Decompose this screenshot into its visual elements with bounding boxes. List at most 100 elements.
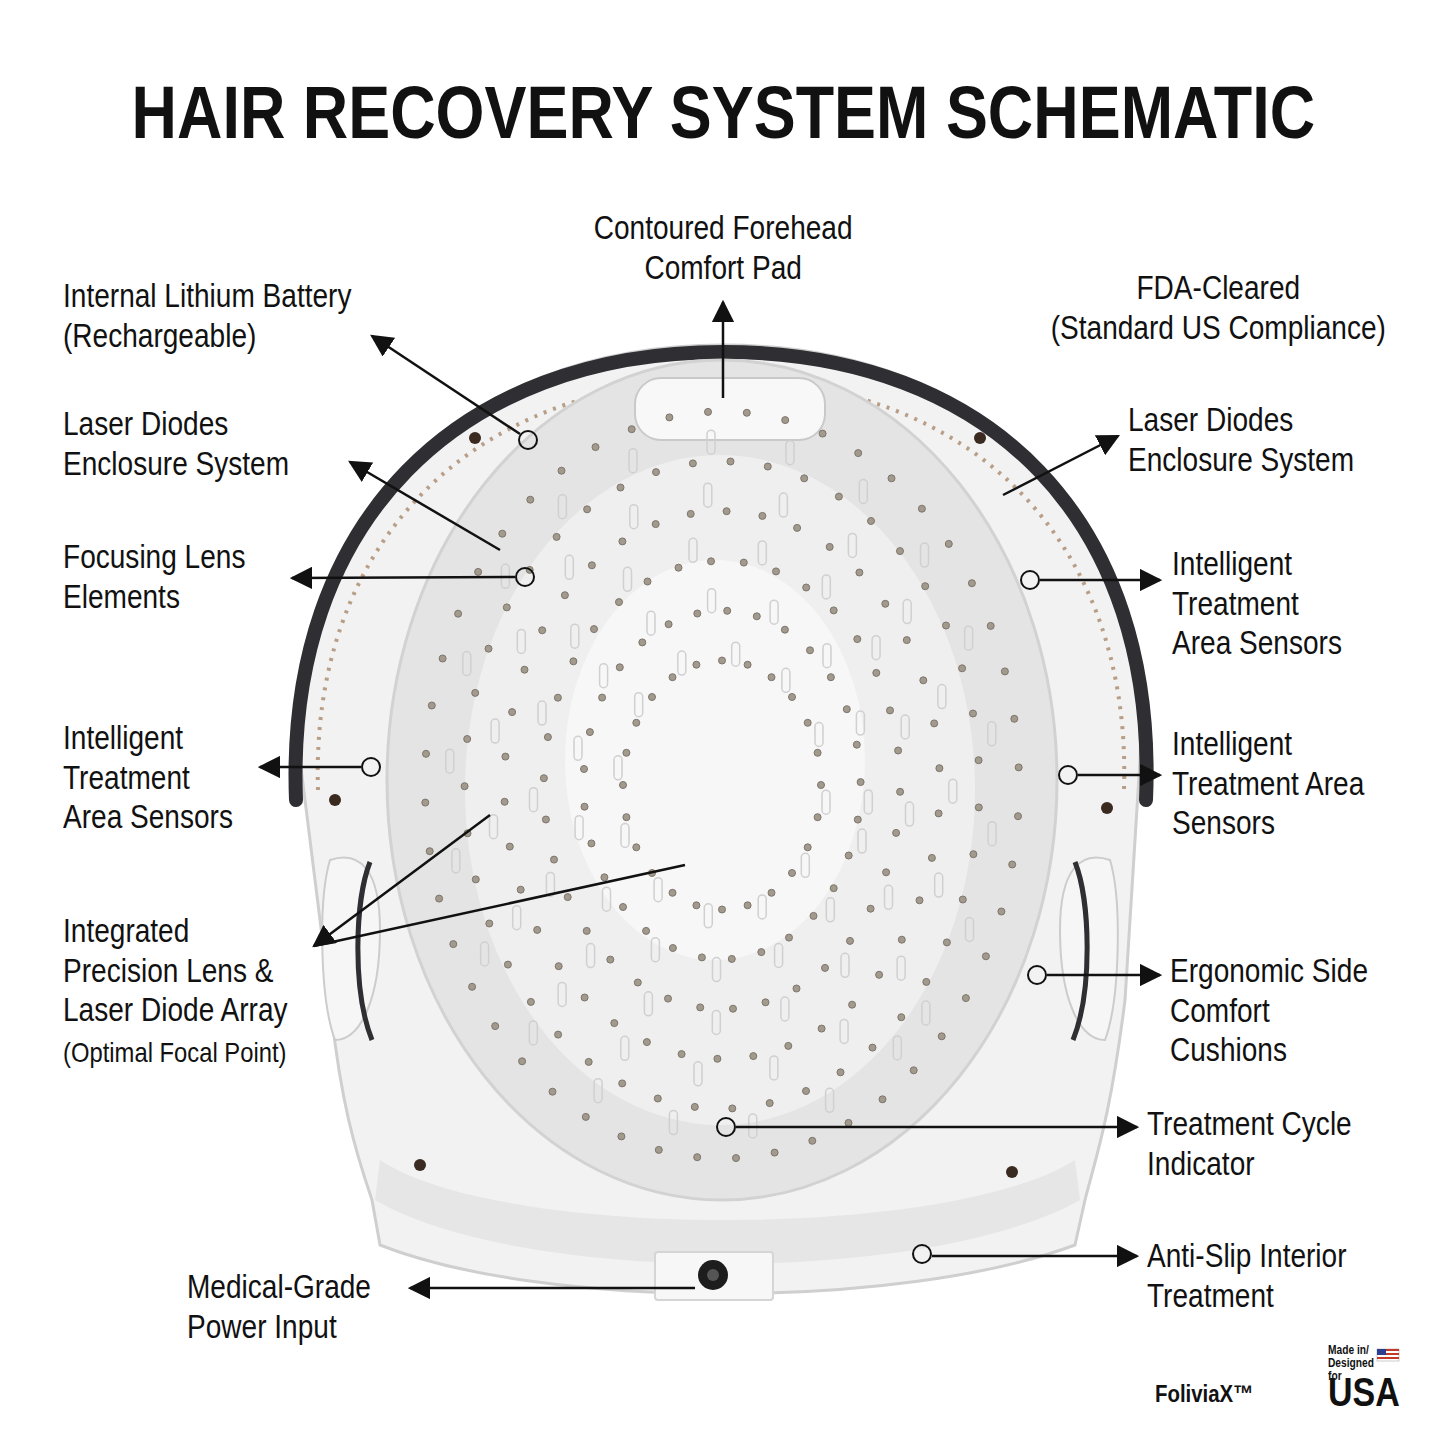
laser-diode-dot bbox=[564, 894, 571, 901]
callout-label: Integrated Precision Lens & Laser Diode … bbox=[63, 911, 301, 1030]
laser-diode-dot bbox=[521, 666, 528, 673]
lens-slot bbox=[530, 788, 538, 812]
laser-diode-dot bbox=[698, 954, 705, 961]
laser-diode-dot bbox=[723, 508, 730, 515]
lens-slot bbox=[490, 815, 498, 839]
callout-label: Internal Lithium Battery (Rechargeable) bbox=[63, 276, 443, 355]
laser-diode-dot bbox=[895, 747, 902, 754]
laser-diode-dot bbox=[853, 741, 860, 748]
lens-slot bbox=[446, 749, 454, 773]
laser-diode-dot bbox=[542, 816, 549, 823]
laser-diode-dot bbox=[669, 889, 676, 896]
lens-slot bbox=[689, 538, 697, 562]
lens-slot bbox=[823, 644, 831, 668]
laser-diode-dot bbox=[801, 475, 808, 482]
laser-diode-dot bbox=[551, 856, 558, 863]
laser-diode-dot bbox=[584, 506, 591, 513]
laser-diode-dot bbox=[744, 661, 751, 668]
lens-slot bbox=[708, 589, 716, 613]
laser-diode-dot bbox=[428, 702, 435, 709]
laser-diode-dot bbox=[601, 874, 608, 881]
laser-diode-dot bbox=[931, 720, 938, 727]
callout-label: Medical-Grade Power Input bbox=[187, 1267, 407, 1346]
callout-label: Treatment Cycle Indicator bbox=[1147, 1104, 1387, 1183]
lens-slot bbox=[654, 878, 662, 902]
laser-diode-dot bbox=[753, 613, 760, 620]
laser-diode-dot bbox=[705, 408, 712, 415]
laser-diode-dot bbox=[789, 870, 796, 877]
laser-diode-dot bbox=[835, 493, 842, 500]
lens-slot bbox=[513, 906, 521, 930]
laser-diode-dot bbox=[652, 521, 659, 528]
laser-diode-dot bbox=[586, 729, 593, 736]
laser-diode-dot bbox=[727, 458, 734, 465]
laser-diode-dot bbox=[665, 995, 672, 1002]
laser-diode-dot bbox=[694, 1154, 701, 1161]
lens-slot bbox=[678, 651, 686, 675]
laser-diode-dot bbox=[592, 444, 599, 451]
laser-diode-dot bbox=[1015, 764, 1022, 771]
lens-slot bbox=[629, 449, 637, 473]
laser-diode-dot bbox=[519, 1058, 526, 1065]
lens-slot bbox=[859, 480, 867, 504]
lens-slot bbox=[529, 1021, 537, 1045]
lens-slot bbox=[712, 1010, 720, 1034]
laser-diode-dot bbox=[527, 496, 534, 503]
laser-diode-dot bbox=[617, 484, 624, 491]
laser-diode-dot bbox=[633, 719, 640, 726]
laser-diode-dot bbox=[814, 814, 821, 821]
laser-diode-dot bbox=[759, 512, 766, 519]
lens-slot bbox=[815, 723, 823, 747]
laser-diode-dot bbox=[943, 622, 950, 629]
laser-diode-dot bbox=[809, 1137, 816, 1144]
lens-slot bbox=[841, 953, 849, 977]
lens-slot bbox=[965, 626, 973, 650]
lens-slot bbox=[614, 756, 622, 780]
lens-slot bbox=[732, 642, 740, 666]
lens-slot bbox=[575, 816, 583, 840]
laser-diode-dot bbox=[982, 953, 989, 960]
laser-diode-dot bbox=[628, 426, 635, 433]
laser-diode-dot bbox=[693, 661, 700, 668]
lens-slot bbox=[782, 668, 790, 692]
lens-slot bbox=[893, 1036, 901, 1060]
callout-label: Laser Diodes Enclosure System bbox=[1128, 400, 1418, 479]
callout-label: Laser Diodes Enclosure System bbox=[63, 404, 353, 483]
lens-slot bbox=[906, 802, 914, 826]
laser-diode-dot bbox=[555, 963, 562, 970]
laser-diode-dot bbox=[570, 658, 577, 665]
laser-diode-dot bbox=[830, 885, 837, 892]
compliance-label: (Standard US Compliance) bbox=[1018, 308, 1418, 348]
lens-slot bbox=[801, 853, 809, 877]
lens-slot bbox=[651, 938, 659, 962]
laser-diode-dot bbox=[962, 995, 969, 1002]
laser-diode-dot bbox=[975, 757, 982, 764]
laser-diode-dot bbox=[789, 694, 796, 701]
laser-diode-dot bbox=[666, 414, 673, 421]
laser-diode-dot bbox=[773, 568, 780, 575]
lens-slot bbox=[558, 495, 566, 519]
laser-diode-dot bbox=[422, 799, 429, 806]
laser-diode-dot bbox=[517, 886, 524, 893]
laser-diode-dot bbox=[758, 949, 765, 956]
lens-slot bbox=[897, 956, 905, 980]
laser-diode-dot bbox=[938, 1033, 945, 1040]
laser-diode-dot bbox=[883, 869, 890, 876]
laser-diode-dot bbox=[554, 694, 561, 701]
callout-label: Contoured Forehead Comfort Pad bbox=[558, 208, 888, 287]
lens-slot bbox=[864, 790, 872, 814]
laser-diode-dot bbox=[472, 689, 479, 696]
lens-slot bbox=[758, 541, 766, 565]
lens-slot bbox=[603, 887, 611, 911]
laser-diode-dot bbox=[898, 936, 905, 943]
laser-diode-dot bbox=[539, 627, 546, 634]
laser-diode-dot bbox=[867, 905, 874, 912]
laser-diode-dot bbox=[728, 955, 735, 962]
laser-diode-dot bbox=[620, 904, 627, 911]
laser-diode-dot bbox=[910, 1067, 917, 1074]
origin-badge: USA bbox=[1328, 1372, 1418, 1412]
laser-diode-dot bbox=[665, 621, 672, 628]
laser-diode-dot bbox=[847, 937, 854, 944]
laser-diode-dot bbox=[873, 669, 880, 676]
lens-slot bbox=[903, 600, 911, 624]
